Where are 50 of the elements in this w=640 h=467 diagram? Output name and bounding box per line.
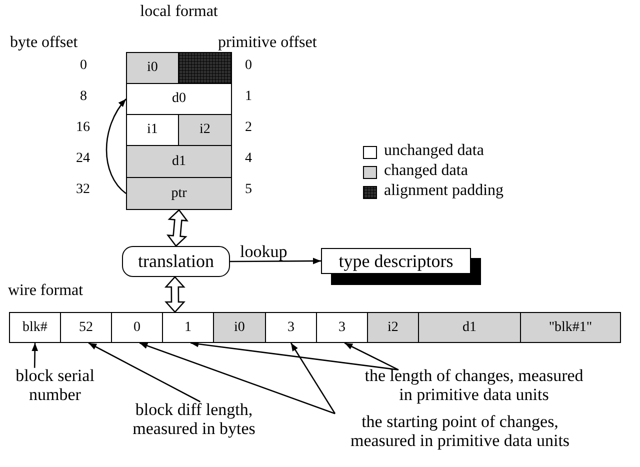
column-heading: byte offset (10, 34, 78, 52)
annotation-text: block serial number (4, 366, 106, 412)
memory-field: i0 (126, 52, 179, 84)
shadowed-box: type descriptors (321, 248, 481, 285)
arrow (106, 98, 126, 194)
edge-label: lookup (240, 242, 288, 262)
offset-number: 1 (245, 89, 252, 105)
memory-field: i0 (213, 312, 266, 343)
table-heading: local format (140, 3, 218, 21)
annotation-text: the starting point of changes, measured in primitive data units (335, 412, 585, 452)
memory-field: 1 (162, 312, 214, 343)
column-heading: primitive offset (218, 34, 317, 52)
memory-field: d1 (126, 145, 232, 178)
process-box: translation (122, 246, 230, 277)
memory-field: d1 (418, 312, 521, 343)
memory-field: ptr (126, 177, 232, 210)
memory-field: d0 (126, 83, 232, 115)
memory-field: 3 (265, 312, 317, 343)
padding-field (178, 52, 232, 84)
offset-number: 16 (76, 120, 90, 136)
offset-number: 0 (80, 58, 87, 74)
annotation-text: the length of changes, measured in primitive data units (356, 366, 592, 404)
offset-number: 2 (245, 120, 252, 136)
double-arrow (164, 276, 186, 313)
offset-number: 4 (245, 151, 252, 167)
memory-field: i2 (367, 312, 419, 343)
offset-number: 5 (245, 182, 252, 198)
memory-field: i2 (178, 114, 232, 146)
leader-arrow (139, 342, 336, 414)
offset-number: 0 (245, 58, 252, 74)
offset-number: 24 (76, 151, 90, 167)
leader-arrow (190, 340, 399, 370)
memory-field: "blk#1" (520, 312, 621, 343)
annotation-text: block diff length, measured in bytes (116, 400, 272, 444)
memory-field: blk# (9, 312, 61, 343)
memory-field: 0 (111, 312, 163, 343)
table-heading: wire format (8, 282, 84, 300)
leader-arrow (32, 342, 38, 368)
double-arrow (166, 209, 188, 247)
leader-arrow (290, 342, 336, 414)
leader-arrow (88, 342, 201, 402)
legend-label: alignment padding (384, 182, 504, 200)
memory-field: 52 (60, 312, 112, 343)
leader-arrow (344, 342, 399, 370)
offset-number: 8 (80, 89, 87, 105)
legend-label: changed data (384, 162, 468, 180)
legend-label: unchanged data (384, 142, 484, 160)
memory-field: 3 (316, 312, 368, 343)
arrow (230, 258, 321, 264)
offset-number: 32 (76, 182, 90, 198)
